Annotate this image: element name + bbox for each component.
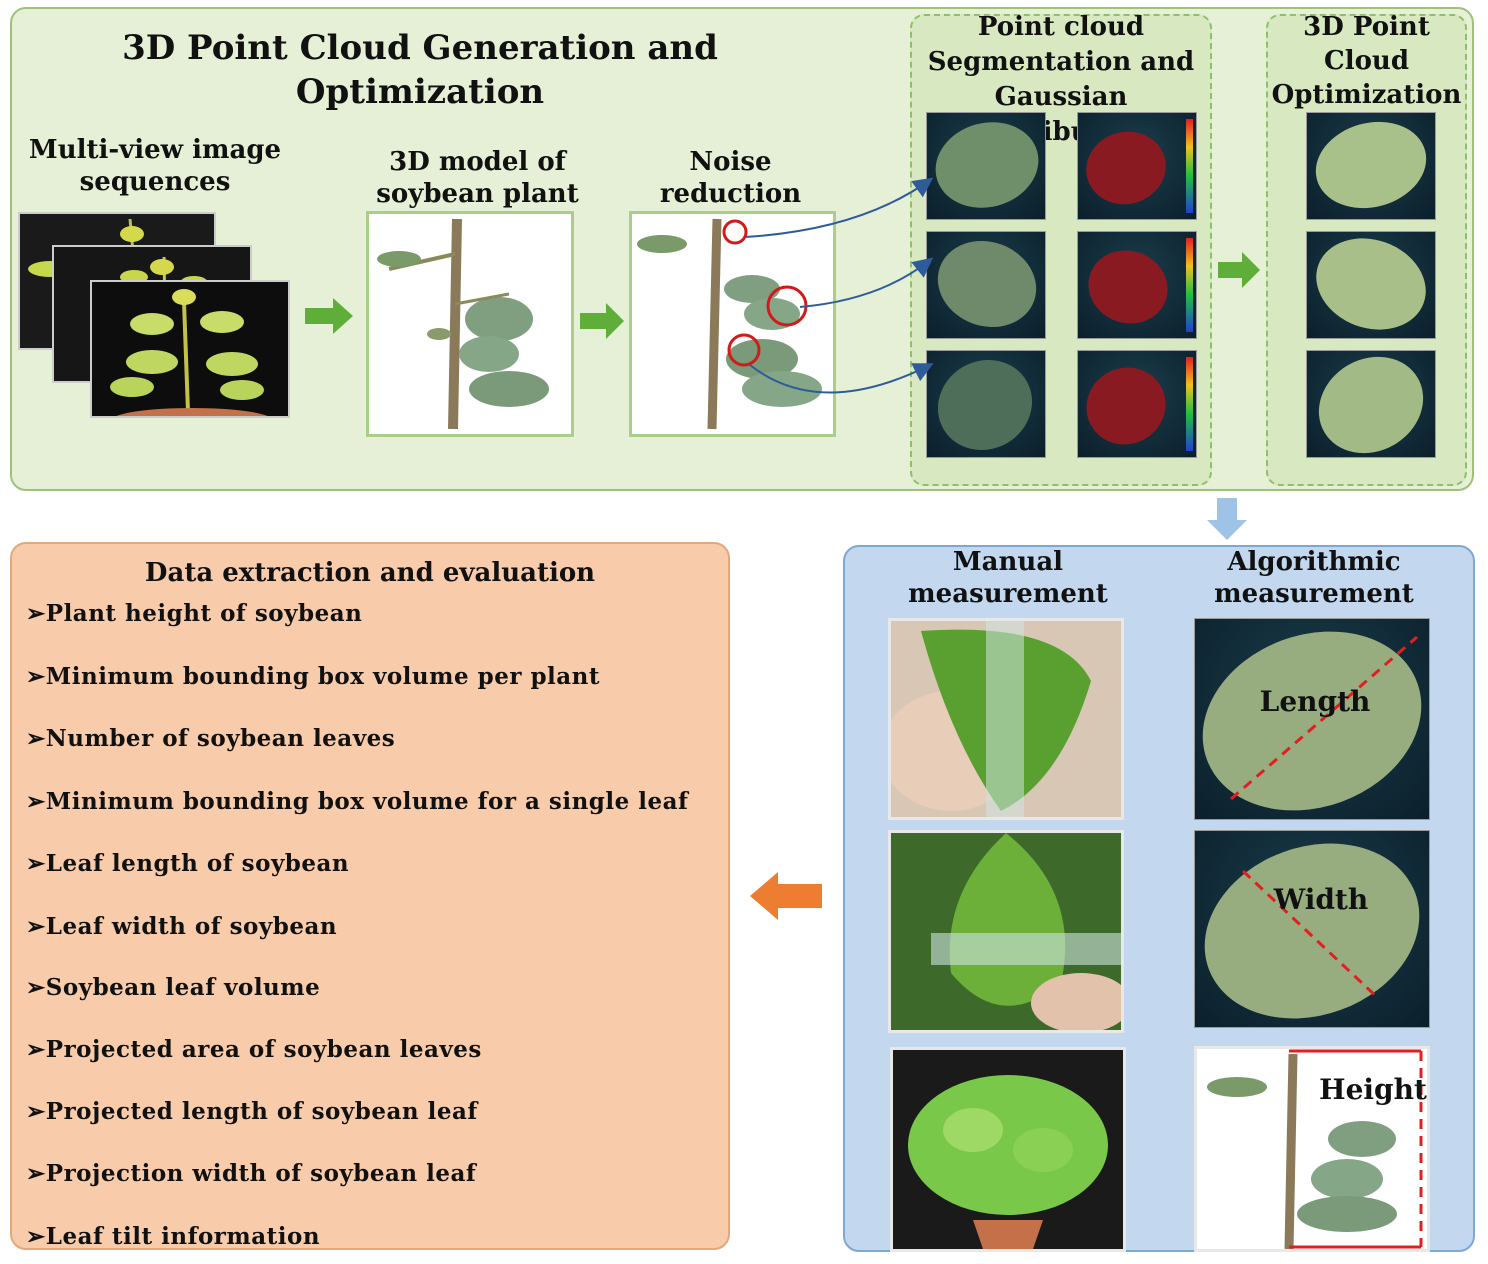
gaussian-leaf-2 <box>1077 231 1197 339</box>
noise-reduction-image <box>629 211 836 437</box>
algo-label-line1: Algorithmic <box>1227 547 1401 577</box>
leaf-icon <box>935 122 1039 208</box>
data-item: ➢Leaf width of soybean <box>26 913 338 940</box>
plant-point-cloud-icon <box>377 218 549 430</box>
potted-plant-photo-icon <box>893 1050 1123 1249</box>
segmentation-title-line2: Segmentation and <box>927 47 1195 77</box>
data-item: ➢Minimum bounding box volume for a singl… <box>26 788 689 815</box>
data-extraction-title: Data extraction and evaluation <box>144 558 596 588</box>
leaf-icon <box>937 240 1037 328</box>
leaf-length-measure-icon: Length <box>1202 631 1422 811</box>
plant-height-measure-icon: Height <box>1207 1049 1427 1250</box>
algorithmic-measurement-label: Algorithmic measurement <box>1192 546 1436 610</box>
optimization-title-line3: Optimization <box>1271 80 1462 110</box>
segmented-leaf-2 <box>926 231 1046 339</box>
gaussian-leaf-1 <box>1077 112 1197 220</box>
model-label-line1: 3D model of <box>389 147 566 177</box>
generation-title: 3D Point Cloud Generation and Optimizati… <box>90 26 750 114</box>
data-item: ➢Projected area of soybean leaves <box>26 1036 482 1063</box>
gaussian-leaf-icon <box>1086 119 1193 213</box>
leaf-ruler-photo-icon <box>891 833 1121 1030</box>
optimization-title-line2: Cloud <box>1324 46 1409 76</box>
model-label: 3D model of soybean plant <box>365 146 590 210</box>
gaussian-leaf-icon <box>1086 357 1193 451</box>
noise-label-line2: reduction <box>659 179 802 209</box>
noise-label-line1: Noise <box>689 147 772 177</box>
manual-label-line1: Manual <box>952 547 1064 577</box>
data-item: ➢Projection width of soybean leaf <box>26 1160 477 1187</box>
manual-measurement-label: Manual measurement <box>888 546 1128 610</box>
orange-arrow-left-icon <box>750 872 822 920</box>
algo-width-image: Width <box>1194 830 1430 1028</box>
algo-length-image: Length <box>1194 618 1430 820</box>
height-label: Height <box>1319 1073 1427 1106</box>
leaf-icon <box>937 359 1033 451</box>
leaf-ruler-photo-icon <box>891 621 1121 817</box>
plant-photo-icon <box>92 282 288 416</box>
algo-label-line2: measurement <box>1214 579 1414 609</box>
data-item: ➢Number of soybean leaves <box>26 725 396 752</box>
3d-model-image <box>366 211 574 437</box>
segmentation-title-line1: Point cloud <box>977 12 1145 42</box>
model-label-line2: soybean plant <box>376 179 579 209</box>
generation-title-line1: 3D Point Cloud Generation and <box>122 28 718 68</box>
data-extraction-panel <box>10 542 730 1250</box>
manual-height-photo <box>890 1047 1126 1252</box>
optimized-leaf-2 <box>1306 231 1436 339</box>
noise-circle-3 <box>727 333 761 367</box>
blue-arrow-down-icon <box>1207 498 1247 540</box>
length-measure-line <box>1230 635 1418 801</box>
green-arrow-right-icon <box>305 298 353 334</box>
length-label: Length <box>1260 685 1371 718</box>
noise-circle-1 <box>722 219 748 245</box>
data-item-list: ➢Plant height of soybean ➢Minimum boundi… <box>10 600 730 1250</box>
multiview-label-line1: Multi-view image <box>28 135 282 165</box>
leaf-width-measure-icon: Width <box>1204 843 1420 1019</box>
width-measure-line <box>1241 869 1381 1001</box>
data-item: ➢Leaf length of soybean <box>26 850 350 877</box>
green-arrow-right-icon <box>580 303 624 339</box>
green-arrow-right-icon <box>1218 252 1260 288</box>
optimized-leaf-1 <box>1306 112 1436 220</box>
gaussian-leaf-icon <box>1088 238 1193 332</box>
optimized-leaf-3 <box>1306 350 1436 458</box>
segmented-leaf-1 <box>926 112 1046 220</box>
multiview-label: Multi-view image sequences <box>20 134 290 198</box>
generation-title-line2: Optimization <box>295 72 545 112</box>
data-item: ➢Projected length of soybean leaf <box>26 1098 478 1125</box>
optimization-title: 3D Point Cloud Optimization <box>1262 10 1471 112</box>
data-item: ➢Soybean leaf volume <box>26 974 321 1001</box>
noise-label: Noise reduction <box>628 146 833 210</box>
segmented-leaf-3 <box>926 350 1046 458</box>
leaf-icon <box>1318 356 1424 454</box>
manual-width-photo <box>888 830 1124 1033</box>
leaf-icon <box>1316 238 1426 330</box>
optimization-title-line1: 3D Point <box>1303 12 1430 42</box>
algo-height-image: Height <box>1194 1046 1430 1252</box>
multiview-label-line2: sequences <box>79 167 231 197</box>
data-item: ➢Minimum bounding box volume per plant <box>26 663 601 690</box>
manual-length-photo <box>888 618 1124 820</box>
multiview-image-3 <box>90 280 290 418</box>
width-label: Width <box>1273 883 1368 916</box>
gaussian-leaf-3 <box>1077 350 1197 458</box>
data-item: ➢Leaf tilt information <box>26 1223 321 1250</box>
leaf-icon <box>1315 121 1427 209</box>
plant-point-cloud-icon <box>637 218 822 430</box>
data-item: ➢Plant height of soybean <box>26 600 363 627</box>
manual-label-line2: measurement <box>908 579 1108 609</box>
